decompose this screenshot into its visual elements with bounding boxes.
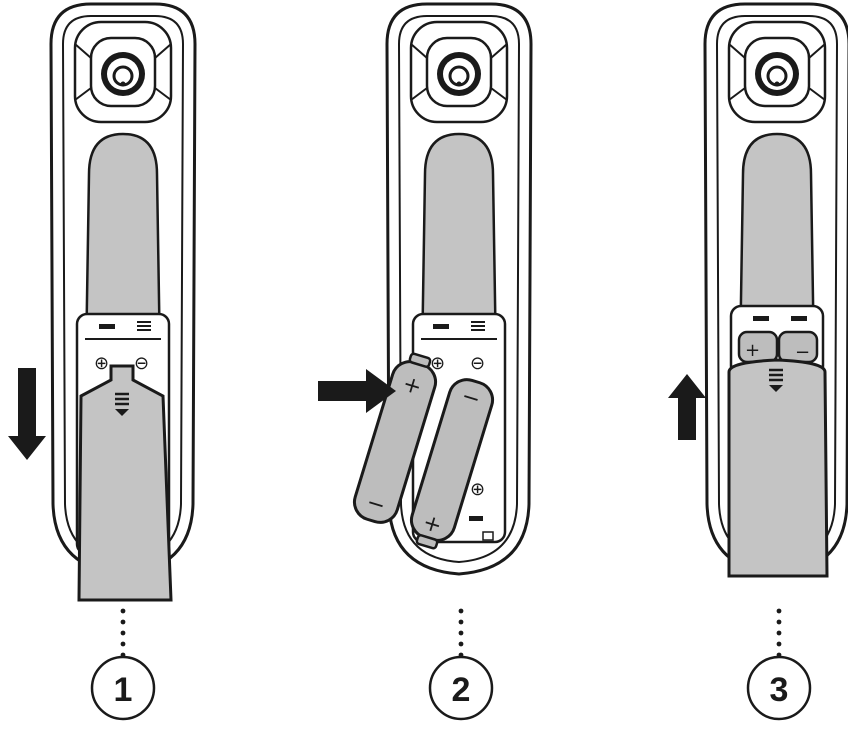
aa-battery-1: + − <box>352 352 438 524</box>
dotted-leader-3 <box>776 608 782 658</box>
battery-plus-label: + <box>745 340 760 361</box>
step-3-number: 3 <box>770 671 789 709</box>
remote-control-3 <box>703 2 848 578</box>
step-1-panel: ⊕ ⊖ 1 <box>8 2 197 721</box>
plus-terminal-icon: ⊕ <box>470 479 485 500</box>
step-2-number: 2 <box>452 671 471 709</box>
aa-battery-2: − + <box>409 378 495 550</box>
step-2-panel: ⊕ ⊖ ⊕ + − − + 2 <box>318 2 533 721</box>
step-1-badge <box>90 655 156 721</box>
arrow-right-icon <box>318 369 396 413</box>
remote-control-1 <box>49 2 197 602</box>
battery-cover <box>727 358 829 578</box>
minus-terminal-icon: ⊖ <box>134 353 149 374</box>
arrow-up-icon <box>668 374 706 440</box>
battery-cover <box>77 364 173 602</box>
step-3-panel: + − 3 <box>668 2 848 721</box>
dotted-leader-2 <box>458 608 464 658</box>
battery-minus-label: − <box>795 342 810 363</box>
step-3-badge <box>746 655 812 721</box>
step-1-number: 1 <box>114 671 133 709</box>
dotted-leader-1 <box>120 608 126 658</box>
arrow-down-icon <box>8 368 46 460</box>
step-2-badge <box>428 655 494 721</box>
plus-terminal-icon: ⊕ <box>430 353 445 374</box>
plus-terminal-icon: ⊕ <box>94 353 109 374</box>
minus-terminal-icon: ⊖ <box>470 353 485 374</box>
